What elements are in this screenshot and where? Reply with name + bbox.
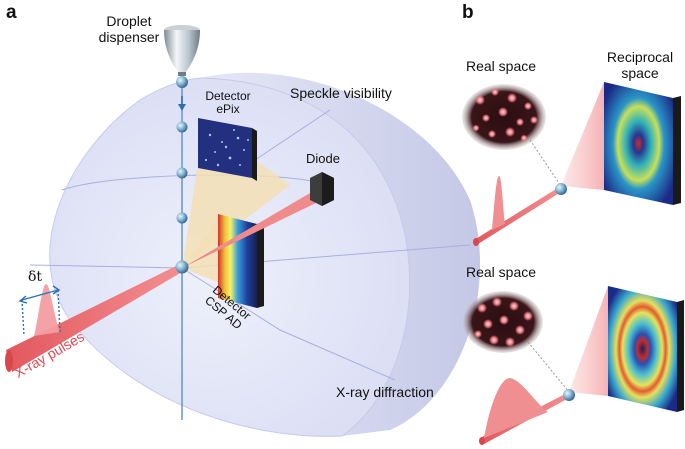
real-space-particles-top (472, 88, 538, 142)
chamber-rim (200, 72, 481, 437)
detector-epix-label: Detector ePix (203, 89, 253, 117)
panel-b-letter: b (462, 2, 474, 23)
beam-top (474, 186, 561, 244)
diffraction-pointer-line (181, 267, 396, 381)
diode-label: Diode (306, 151, 340, 166)
droplet-top (555, 183, 567, 195)
panel-a-letter: a (6, 2, 17, 23)
droplet-dispenser-label-line2: dispenser (98, 28, 160, 45)
droplet (176, 212, 188, 224)
xray-pulse-envelope (34, 284, 60, 336)
speckle-visibility-label: Speckle visibility (290, 85, 392, 101)
real-space-particles-bottom (474, 297, 533, 347)
droplet (176, 121, 188, 133)
diode (310, 172, 334, 206)
real-space-label-bottom: Real space (466, 264, 537, 280)
real-space-label-top: Real space (466, 58, 537, 74)
droplet-dispenser (164, 25, 200, 76)
detector-epix-label-line2: ePix (216, 102, 240, 117)
link-line-top (529, 139, 562, 187)
csp-ad-detector (218, 214, 264, 308)
droplet-dispenser-label: Droplet dispenser (96, 13, 162, 45)
reciprocal-pattern-bottom (608, 286, 677, 412)
reciprocal-space-label-line2: space (621, 64, 659, 81)
detector-epix-label-line1: Detector (205, 89, 251, 103)
delta-t-arrow (18, 285, 61, 337)
reciprocal-pattern-top (604, 82, 673, 205)
reciprocal-panel-edge-top (673, 96, 681, 205)
long-pulse-bottom (484, 378, 548, 438)
reciprocal-space-label-top: Reciprocal space (604, 49, 676, 81)
diffraction-cone-bottom (569, 286, 608, 396)
delta-t-label: δt (28, 269, 43, 285)
link-line-bottom (527, 341, 570, 393)
short-pulse-top (492, 176, 505, 230)
droplet-flow-arrowhead (178, 104, 186, 111)
beam-cap-bottom (479, 437, 485, 445)
droplet (176, 76, 188, 88)
diffraction-cone-top (561, 82, 604, 190)
incident-xray-beam (6, 263, 182, 372)
droplet-in-beam (175, 260, 189, 274)
beam-cap-top (473, 238, 479, 246)
xray-diffraction-label: X-ray diffraction (336, 384, 434, 400)
beam-end-cap (5, 350, 13, 372)
panel-b (462, 82, 684, 445)
reciprocal-space-label-line1: Reciprocal (606, 49, 674, 65)
speckle-pointer-line (254, 109, 331, 161)
droplet (176, 167, 188, 179)
epix-detector (198, 118, 257, 181)
panel-a (5, 25, 481, 437)
droplet-dispenser-label-line1: Droplet (106, 13, 152, 29)
reciprocal-panel-edge-bottom (677, 300, 684, 412)
transmitted-beam (182, 186, 322, 268)
droplet-bottom (563, 389, 575, 401)
